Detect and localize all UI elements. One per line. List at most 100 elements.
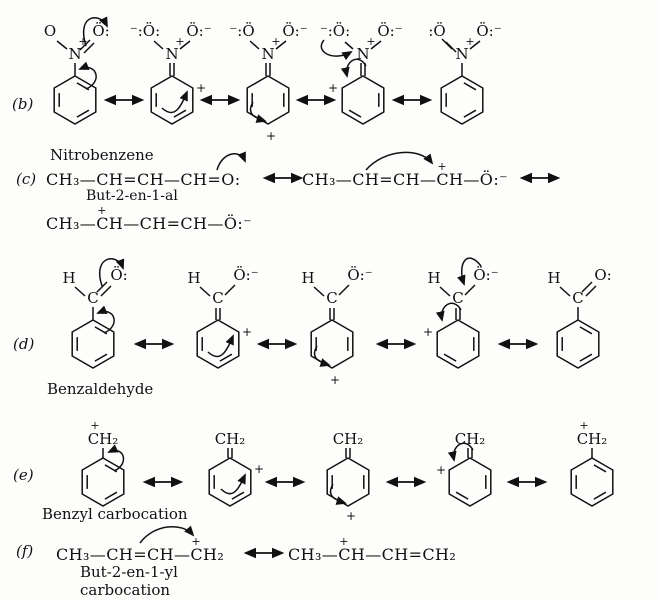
caption-nitrobenzene: Nitrobenzene <box>50 146 154 164</box>
formula-text: CH₃—CH=CH—CH=O: <box>46 170 241 189</box>
benzyl-cation-structure-2: CH₂ + <box>208 430 264 507</box>
atom-label-n: N <box>455 45 468 63</box>
resonance-arrow <box>385 476 427 488</box>
benzene-ring <box>570 457 614 507</box>
formula-text: CH₃— <box>46 214 97 233</box>
atom-label-o: Ö: <box>110 266 127 284</box>
curved-electron-arrow <box>447 442 474 462</box>
atom-label-o-left: O <box>44 22 56 40</box>
atom-label-c: C <box>452 289 463 307</box>
bond <box>56 40 68 50</box>
benzaldehyde-structure-3: C H Ö:⁻ + <box>301 266 372 387</box>
curved-electron-arrow <box>249 101 267 123</box>
section-label-d: (d) <box>13 335 35 353</box>
curved-electron-arrow <box>340 58 367 78</box>
cyclohexadienyl-ring <box>326 457 370 507</box>
bond <box>275 40 287 50</box>
nitrobenzene-structure-4: N + ⁻:Ö: Ö:⁻ + <box>320 22 403 125</box>
bond <box>249 40 260 50</box>
resonance-arrow <box>295 94 337 106</box>
bond <box>83 42 95 54</box>
formula-text: —CH=CH₂ <box>365 545 457 564</box>
bond <box>370 40 382 50</box>
caption-butenyl-line2: carbocation <box>80 581 171 599</box>
cyclohexadienyl-ring <box>341 75 385 125</box>
formula-text: CH₃—CH=CH— <box>56 545 191 564</box>
resonance-arrow <box>264 476 306 488</box>
curved-electron-arrow <box>329 483 347 505</box>
nitrobenzene-structure-3: N + ⁻:Ö Ö:⁻ + <box>229 22 307 143</box>
formula-text: CH <box>338 545 366 564</box>
plus-charge: + <box>78 35 87 48</box>
formula-text: CH₃—CH=CH— <box>302 170 437 189</box>
bond <box>74 286 86 297</box>
atom-label-o-right: Ö:⁻ <box>476 22 501 40</box>
cyclohexadienyl-ring <box>310 319 354 369</box>
atom-label-h: H <box>62 269 75 287</box>
resonance-arrow <box>262 172 304 184</box>
benzene-ring <box>440 75 484 125</box>
section-label-b: (b) <box>12 95 34 113</box>
atom-label-c: C <box>572 289 583 307</box>
curved-electron-arrow <box>365 151 434 171</box>
atom-label-o-right: Ö:⁻ <box>186 22 211 40</box>
cyclohexadienyl-ring <box>196 319 240 369</box>
cyclohexadienyl-ring <box>150 75 194 125</box>
benzene-ring <box>556 319 600 369</box>
caption-butenyl-line1: But-2-en-1-yl <box>80 563 178 581</box>
bond <box>224 284 236 296</box>
plus-charge: + <box>339 535 349 548</box>
ring-plus-charge: + <box>423 325 433 339</box>
cyclohexadienyl-ring <box>208 457 252 507</box>
benzaldehyde-structure-4: C H Ö:⁻ + <box>423 257 499 369</box>
atom-label-o: O: <box>594 266 611 284</box>
bond <box>445 41 457 53</box>
formula-text: CH₂ <box>190 545 225 564</box>
atom-label-h: H <box>547 269 560 287</box>
bond <box>464 284 476 296</box>
butenyl-cation-formula-1: CH₃—CH=CH—+CH₂ <box>56 535 225 564</box>
plus-charge: + <box>90 419 99 432</box>
bond <box>585 285 597 297</box>
resonance-arrow <box>519 172 561 184</box>
resonance-arrow <box>133 338 175 350</box>
atom-label-o-left: ⁻:Ö: <box>320 22 350 40</box>
ring-plus-charge: + <box>242 325 252 339</box>
curved-electron-arrow <box>161 90 188 114</box>
plus-charge: + <box>191 535 201 548</box>
plus-charge: + <box>175 35 184 48</box>
formula-text: —Ö:⁻ <box>463 170 508 189</box>
section-label-c: (c) <box>16 170 37 188</box>
plus-charge: + <box>579 419 588 432</box>
charged-atom: +CH₂ <box>190 535 225 564</box>
butenal-formula-3: CH₃—+CH—CH=CH—Ö:⁻ <box>46 204 252 233</box>
bond <box>199 286 211 297</box>
ring-plus-charge: + <box>196 81 206 95</box>
plus-charge: + <box>465 35 474 48</box>
charged-atom: +CH <box>96 204 123 233</box>
ring-plus-charge: + <box>330 373 340 387</box>
section-label-f: (f) <box>16 542 34 560</box>
bond <box>581 281 593 293</box>
benzyl-cation-structure-5: CH₂ + <box>570 419 614 507</box>
benzene-ring <box>53 75 97 125</box>
resonance-arrow <box>142 476 184 488</box>
atom-label-h: H <box>187 269 200 287</box>
caption-butenal: But-2-en-1-al <box>86 188 178 204</box>
formula-text: CH₃— <box>288 545 339 564</box>
formula-text: —CH=CH—Ö:⁻ <box>123 214 252 233</box>
cyclohexadienyl-ring <box>448 457 492 507</box>
ch2-group: CH₂ <box>215 430 246 448</box>
curved-electron-arrow <box>456 257 482 286</box>
curved-electron-arrow <box>320 39 353 61</box>
caption-benzyl-carbocation: Benzyl carbocation <box>42 505 188 523</box>
resonance-arrow <box>243 547 285 559</box>
atom-label-o-left: ⁻:Ö: <box>130 22 160 40</box>
atom-label-n: N <box>68 45 81 63</box>
curved-electron-arrow <box>313 345 331 367</box>
cyclohexadienyl-ring <box>436 319 480 369</box>
atom-label-n: N <box>261 45 274 63</box>
atom-label-o-right: Ö:⁻ <box>282 22 307 40</box>
curved-electron-arrow <box>216 151 246 171</box>
bond <box>344 41 354 50</box>
